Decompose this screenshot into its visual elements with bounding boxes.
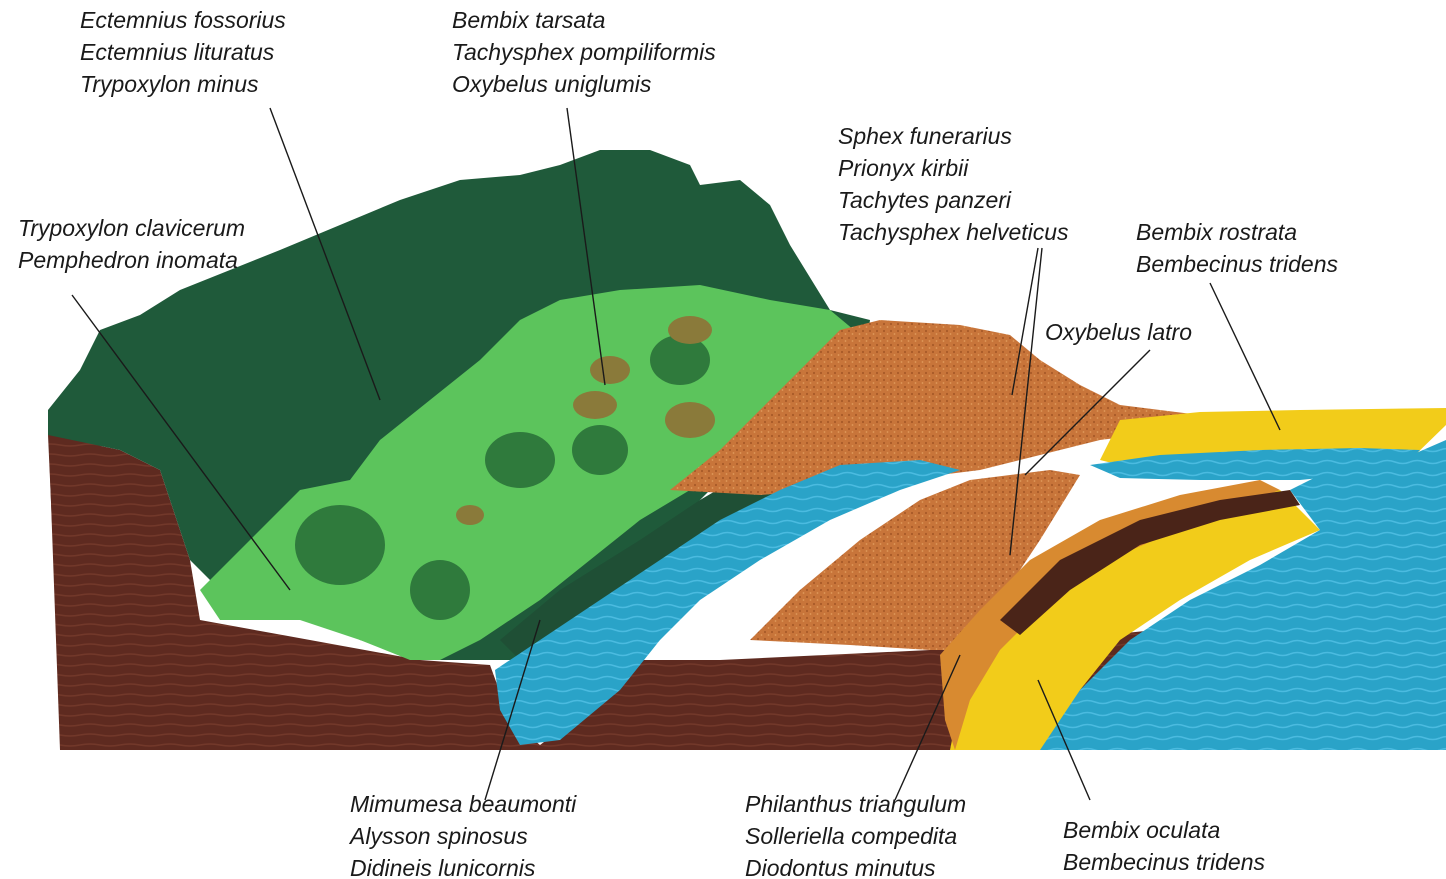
label-bottom-right-2: Bembecinus tridens xyxy=(1063,849,1265,875)
label-bottom-left-1: Mimumesa beaumonti xyxy=(350,791,577,817)
label-trc-2: Prionyx kirbii xyxy=(838,155,969,181)
label-top-left-2: Ectemnius lituratus xyxy=(80,39,275,65)
olive-patch xyxy=(573,391,617,419)
label-oxybelus: Oxybelus latro xyxy=(1045,319,1192,345)
label-top-left-3: Trypoxylon minus xyxy=(80,71,259,97)
label-top-middle-3: Oxybelus uniglumis xyxy=(452,71,652,97)
label-right-2: Bembecinus tridens xyxy=(1136,251,1338,277)
label-bottom-left-3: Didineis lunicornis xyxy=(350,855,536,879)
dark-patch xyxy=(485,432,555,488)
olive-patch xyxy=(668,316,712,344)
label-top-middle-1: Bembix tarsata xyxy=(452,7,605,33)
label-left-1: Trypoxylon clavicerum xyxy=(18,215,245,241)
dark-patch xyxy=(650,335,710,385)
label-top-middle-2: Tachysphex pompiliformis xyxy=(452,39,716,65)
label-bottom-middle-3: Diodontus minutus xyxy=(745,855,936,879)
label-left-2: Pemphedron inomata xyxy=(18,247,238,273)
dark-patch xyxy=(572,425,628,475)
olive-patch xyxy=(456,505,484,525)
label-trc-3: Tachytes panzeri xyxy=(838,187,1012,213)
label-top-left-1: Ectemnius fossorius xyxy=(80,7,286,33)
label-bottom-left-2: Alysson spinosus xyxy=(348,823,528,849)
label-bottom-right-1: Bembix oculata xyxy=(1063,817,1220,843)
leader-line-bembix-rostrata xyxy=(1210,283,1280,430)
label-bottom-middle-1: Philanthus triangulum xyxy=(745,791,966,817)
olive-patch xyxy=(590,356,630,384)
olive-patch xyxy=(665,402,715,438)
dark-patch xyxy=(410,560,470,620)
label-bottom-middle-2: Solleriella compedita xyxy=(745,823,957,849)
dark-patch xyxy=(295,505,385,585)
label-trc-4: Tachysphex helveticus xyxy=(838,219,1069,245)
label-trc-1: Sphex funerarius xyxy=(838,123,1012,149)
label-right-1: Bembix rostrata xyxy=(1136,219,1297,245)
